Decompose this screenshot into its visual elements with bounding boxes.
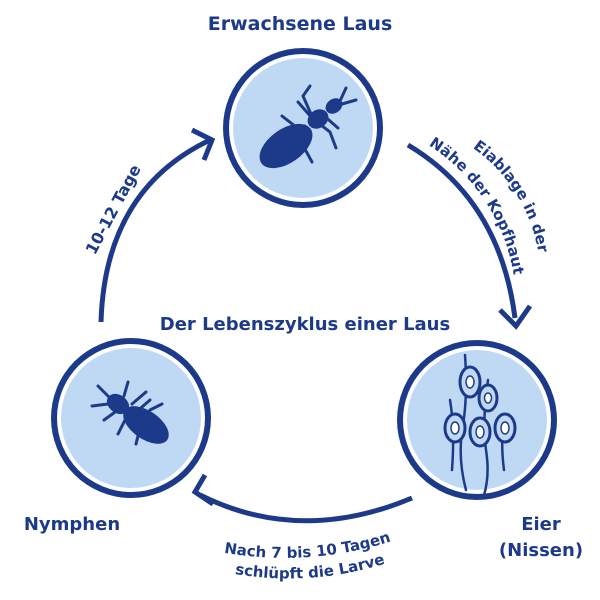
stage-adult [223,48,383,208]
stage-eggs [397,340,557,500]
arrowhead-adult-to-eggs [498,304,533,330]
stage-nymphs [51,338,211,498]
stage-label-eggs-line1: Eier [521,514,561,535]
arrow-adult-to-eggs [406,142,518,319]
stage-label-nymphs: Nymphen [24,514,120,535]
arrowhead-eggs-to-nymphs [191,473,215,507]
stage-label-eggs-line2: (Nissen) [499,540,583,561]
nits-on-hair-icon [443,353,517,497]
arrowhead-nymphs-to-adult [190,127,216,161]
stage-label-adult: Erwachsene Laus [208,13,393,35]
adult-louse-icon [259,84,358,169]
diagram-title: Der Lebenszyklus einer Laus [160,314,450,335]
nymph-louse-icon [90,380,169,446]
arrow-nymphs-to-adult [98,137,212,323]
arrow-eggs-to-nymphs [198,492,413,524]
